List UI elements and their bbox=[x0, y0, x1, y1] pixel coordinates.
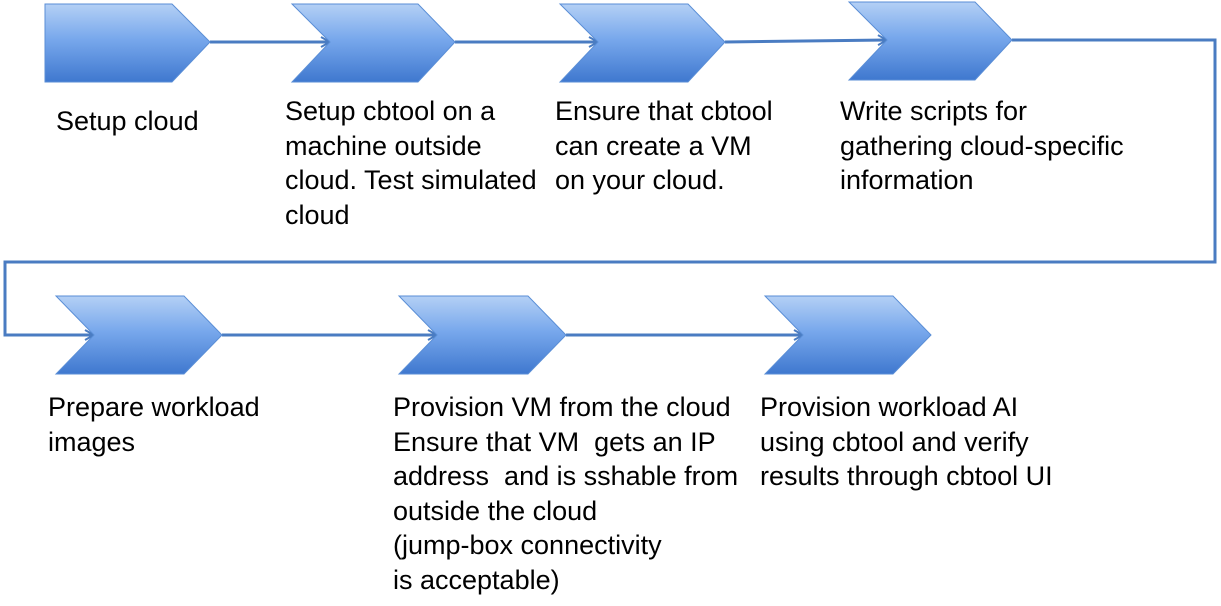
chevron-step-7 bbox=[763, 295, 932, 375]
step-7-line-1: Provision workload AI bbox=[760, 392, 1019, 422]
step-1-line-1: Setup cloud bbox=[56, 106, 199, 136]
step-6-line-2: Ensure that VM gets an IP bbox=[393, 426, 716, 457]
chevron-step-3 bbox=[558, 3, 726, 83]
step-5-line-1: Prepare workload bbox=[48, 392, 260, 422]
step-4-line-1: Write scripts for bbox=[840, 96, 1028, 126]
step-3-line-3: on your cloud. bbox=[555, 165, 725, 195]
chevron-step-5 bbox=[54, 295, 223, 375]
step-4-label: Write scripts for gathering cloud-specifi… bbox=[840, 94, 1124, 198]
step-7-label: Provision workload AI using cbtool and ve… bbox=[760, 390, 1053, 494]
step-2-line-4: cloud bbox=[285, 199, 350, 230]
chevron-step-6 bbox=[397, 295, 567, 375]
step-6-line-5: (jump-box connectivity bbox=[393, 530, 662, 560]
step-7-line-3: results through cbtool UI bbox=[760, 461, 1053, 491]
step-6-line-6: is acceptable) bbox=[393, 564, 560, 595]
step-4-line-3: information bbox=[840, 165, 974, 195]
step-6-line-4: outside the cloud bbox=[393, 495, 598, 526]
step-6-line-3: address and is sshable from bbox=[393, 461, 739, 491]
step-2-line-1: Setup cbtool on a bbox=[285, 96, 496, 126]
connector-step4-step5 bbox=[3, 38, 1217, 335]
chevrons bbox=[44, 1, 1013, 375]
step-5-label: Prepare workload images bbox=[48, 390, 260, 459]
step-2-line-3: cloud. Test simulated bbox=[285, 165, 537, 195]
step-1-label: Setup cloud bbox=[56, 104, 199, 139]
connector-step3-step4 bbox=[724, 40, 887, 42]
chevron-step-2 bbox=[290, 3, 456, 83]
step-3-label: Ensure that cbtool can create a VM on your… bbox=[555, 94, 773, 198]
step-7-line-2: using cbtool and verify bbox=[760, 426, 1029, 457]
connectors bbox=[3, 38, 1217, 335]
chevron-step-1 bbox=[44, 3, 211, 83]
step-2-line-2: machine outside bbox=[285, 130, 482, 161]
step-5-line-2: images bbox=[48, 426, 136, 457]
step-6-line-1: Provision VM from the cloud bbox=[393, 392, 731, 422]
step-4-line-2: gathering cloud-specific bbox=[840, 130, 1124, 161]
step-3-line-2: can create a VM bbox=[555, 130, 752, 161]
step-3-line-1: Ensure that cbtool bbox=[555, 96, 773, 126]
chevron-step-4 bbox=[847, 1, 1013, 81]
step-2-label: Setup cbtool on a machine outside cloud. T… bbox=[285, 94, 537, 232]
